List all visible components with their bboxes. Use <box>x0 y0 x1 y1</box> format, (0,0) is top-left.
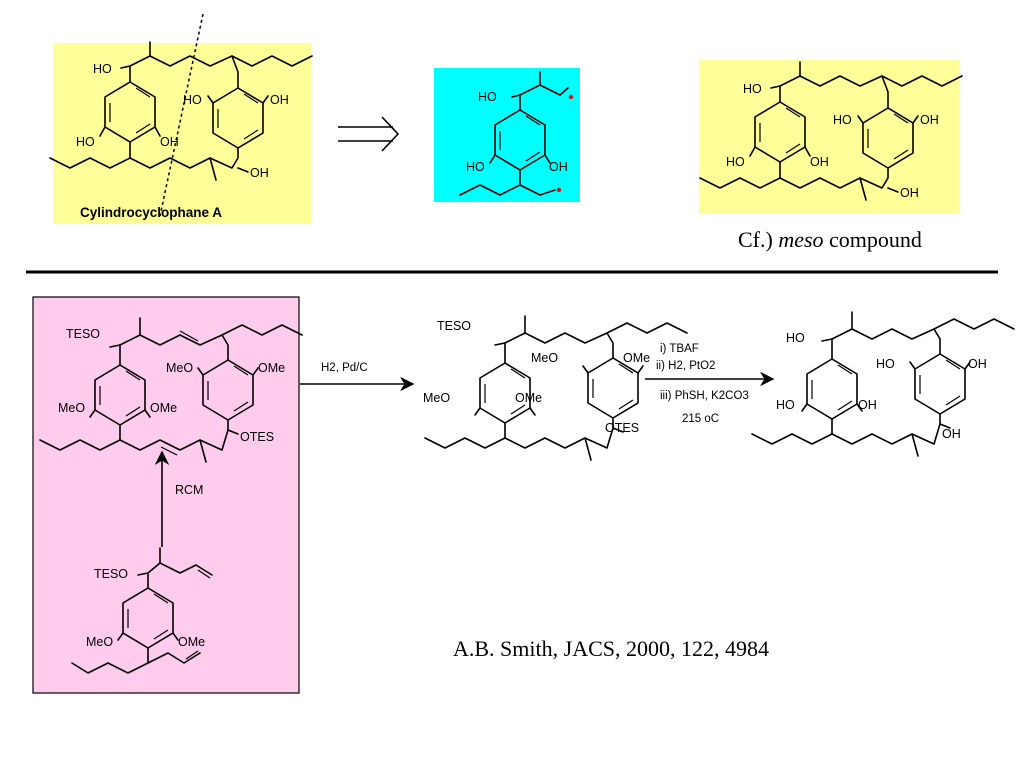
condition-3: iii) PhSH, K2CO3 <box>660 390 749 402</box>
cylindrocyclophane-product-structure: HO HO OH HO OH OH <box>751 311 1015 457</box>
label-teso: TESO <box>94 567 128 581</box>
radical-dot <box>568 94 574 100</box>
label-oh: OH <box>900 186 919 200</box>
label-meo: MeO <box>166 361 193 375</box>
final-step-conditions: i) TBAF ii) H2, PtO2 iii) PhSH, K2CO3 21… <box>656 343 749 425</box>
label-oh: OH <box>549 160 568 174</box>
label-ome: OMe <box>623 351 650 365</box>
cylindrocyclophane-a-box <box>53 43 311 224</box>
condition-1: i) TBAF <box>660 343 699 355</box>
label-meo: MeO <box>58 401 85 415</box>
radical-dot <box>556 187 562 193</box>
label-ome: OMe <box>515 391 542 405</box>
label-otes: OTES <box>605 421 639 435</box>
label-meo: MeO <box>423 391 450 405</box>
label-ho: HO <box>776 398 795 412</box>
diene-monomer-structure: TESO MeO OMe <box>71 547 213 674</box>
label-teso: TESO <box>66 327 100 341</box>
label-ho: HO <box>876 357 895 371</box>
rcm-label: RCM <box>175 483 203 497</box>
hydrogenation-label: H2, Pd/C <box>321 362 368 374</box>
label-oh: OH <box>920 113 939 127</box>
meso-compound-box <box>699 60 959 213</box>
label-oh: OH <box>810 155 829 169</box>
label-oh: OH <box>942 427 961 441</box>
label-oh: OH <box>858 398 877 412</box>
label-ho: HO <box>466 160 485 174</box>
monomer-fragment-box <box>434 68 580 202</box>
label-oh: OH <box>968 357 987 371</box>
label-oh: OH <box>160 135 179 149</box>
label-ho: HO <box>93 62 112 76</box>
meso-caption: Cf.) meso compound <box>738 227 922 252</box>
label-ome: OMe <box>178 635 205 649</box>
disconnection-line <box>159 13 204 217</box>
label-oh: OH <box>270 93 289 107</box>
label-ho: HO <box>183 93 202 107</box>
meso-compound-structure: HO HO OH HO OH OH <box>699 61 963 201</box>
label-otes: OTES <box>240 430 274 444</box>
cylindrocyclophane-a-structure: HO HO OH HO OH OH <box>49 41 313 181</box>
monomer-fragment-structure <box>459 71 569 196</box>
label-ho: HO <box>743 82 762 96</box>
label-teso: TESO <box>437 319 471 333</box>
label-oh: OH <box>250 166 269 180</box>
rcm-box <box>32 296 300 694</box>
label-meo: MeO <box>531 351 558 365</box>
compound-a-name: Cylindrocyclophane A <box>80 205 222 220</box>
label-ho: HO <box>478 90 497 104</box>
label-ho: HO <box>76 135 95 149</box>
retrosynthesis-arrow <box>338 116 400 152</box>
condition-2: ii) H2, PtO2 <box>656 360 715 372</box>
label-ho: HO <box>786 331 805 345</box>
citation: A.B. Smith, JACS, 2000, 122, 4984 <box>453 636 769 661</box>
rcm-macrocycle-structure: TESO MeO OMe MeO OMe OTES <box>39 317 303 463</box>
protected-macrocycle-structure: TESO MeO OMe MeO OMe OTES <box>423 315 688 461</box>
label-ome: OMe <box>258 361 285 375</box>
label-ho: HO <box>726 155 745 169</box>
label-meo: MeO <box>86 635 113 649</box>
label-ho: HO <box>833 113 852 127</box>
condition-4: 215 oC <box>682 413 719 425</box>
label-ome: OMe <box>150 401 177 415</box>
